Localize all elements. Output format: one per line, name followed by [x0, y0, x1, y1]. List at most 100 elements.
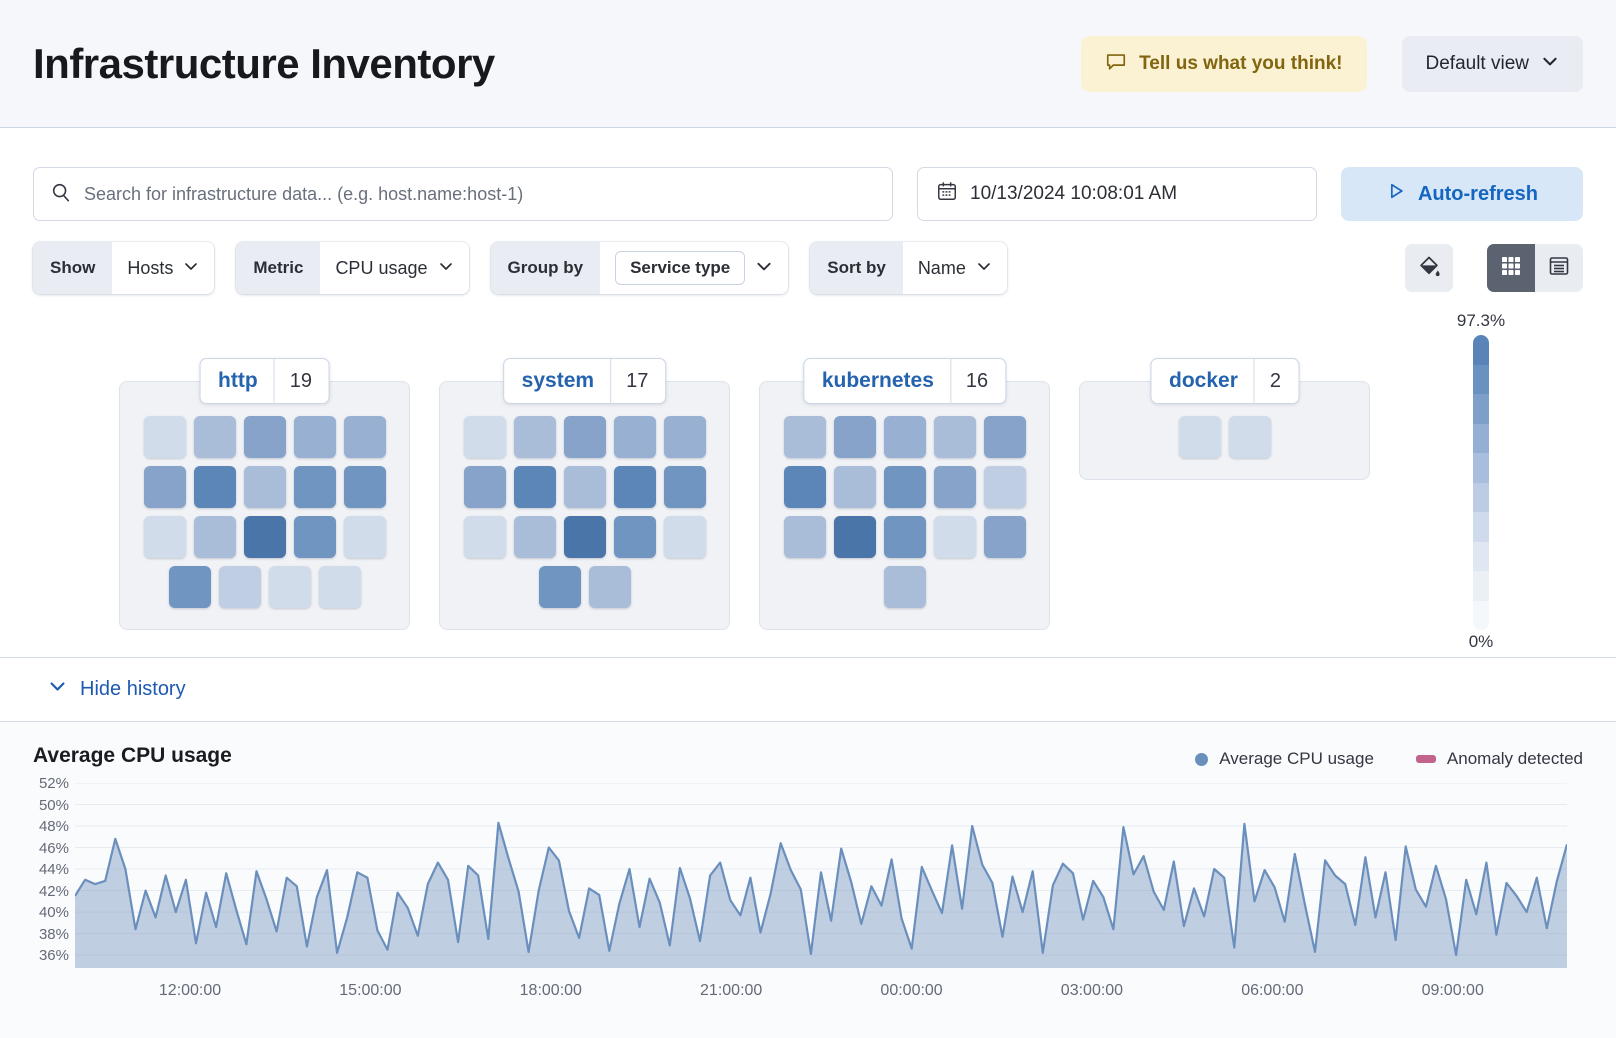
- host-node[interactable]: [513, 416, 556, 458]
- view-dropdown-button[interactable]: Default view: [1401, 35, 1583, 92]
- legend-dash-icon: [1415, 755, 1436, 763]
- sort-by-filter-dropdown[interactable]: Name: [903, 242, 1007, 294]
- host-node[interactable]: [563, 466, 606, 508]
- host-node[interactable]: [193, 466, 236, 508]
- auto-refresh-button[interactable]: Auto-refresh: [1341, 167, 1583, 221]
- host-node[interactable]: [983, 516, 1026, 558]
- table-icon: [1547, 254, 1571, 283]
- group-name-link[interactable]: docker: [1169, 369, 1238, 392]
- chevron-down-icon: [1541, 52, 1559, 76]
- host-node[interactable]: [143, 466, 186, 508]
- chevron-down-icon: [755, 257, 773, 280]
- host-node[interactable]: [243, 416, 286, 458]
- color-palette-button[interactable]: [1405, 244, 1453, 292]
- host-node[interactable]: [243, 466, 286, 508]
- group-name-link[interactable]: kubernetes: [821, 369, 934, 392]
- group-name-link[interactable]: http: [218, 369, 258, 392]
- host-node[interactable]: [833, 516, 876, 558]
- host-node[interactable]: [833, 466, 876, 508]
- host-node[interactable]: [463, 466, 506, 508]
- x-axis-tick: 12:00:00: [158, 982, 222, 999]
- host-node[interactable]: [563, 516, 606, 558]
- scale-step: [1473, 512, 1489, 542]
- host-node[interactable]: [218, 566, 261, 608]
- host-node[interactable]: [783, 416, 826, 458]
- chart-title: Average CPU usage: [33, 744, 232, 767]
- search-icon: [50, 181, 72, 208]
- host-node[interactable]: [933, 416, 976, 458]
- host-node[interactable]: [343, 516, 386, 558]
- host-node[interactable]: [613, 516, 656, 558]
- host-node[interactable]: [588, 566, 631, 608]
- scale-step: [1473, 541, 1489, 571]
- group-name-link[interactable]: system: [521, 369, 595, 392]
- show-filter-dropdown[interactable]: Hosts: [112, 242, 214, 294]
- host-node[interactable]: [883, 516, 926, 558]
- host-node[interactable]: [513, 466, 556, 508]
- group-by-selected-pill[interactable]: Service type: [615, 251, 746, 285]
- host-node[interactable]: [663, 416, 706, 458]
- scale-step: [1473, 453, 1489, 483]
- chart-plot: [75, 783, 1567, 968]
- host-node[interactable]: [343, 416, 386, 458]
- host-node[interactable]: [513, 516, 556, 558]
- history-toggle-row: Hide history: [0, 657, 1616, 722]
- chevron-down-icon: [438, 258, 454, 279]
- host-node[interactable]: [983, 416, 1026, 458]
- host-node[interactable]: [318, 566, 361, 608]
- host-node[interactable]: [833, 416, 876, 458]
- badge-divider: [273, 358, 275, 404]
- hide-history-link[interactable]: Hide history: [48, 677, 186, 702]
- sort-by-filter-label: Sort by: [810, 242, 903, 294]
- host-node[interactable]: [538, 566, 581, 608]
- scale-step: [1473, 364, 1489, 394]
- table-view-toggle[interactable]: [1535, 244, 1583, 292]
- chevron-down-icon: [976, 258, 992, 279]
- host-node[interactable]: [563, 416, 606, 458]
- group-by-filter-dropdown[interactable]: Service type: [600, 242, 788, 294]
- host-node[interactable]: [1178, 416, 1221, 458]
- metric-filter-dropdown[interactable]: CPU usage: [320, 242, 468, 294]
- host-node[interactable]: [663, 466, 706, 508]
- host-node[interactable]: [783, 516, 826, 558]
- grid-view-toggle[interactable]: [1487, 244, 1535, 292]
- host-node[interactable]: [613, 466, 656, 508]
- calendar-icon: [936, 180, 958, 208]
- host-node[interactable]: [463, 416, 506, 458]
- feedback-button[interactable]: Tell us what you think!: [1081, 35, 1367, 92]
- host-node[interactable]: [168, 566, 211, 608]
- search-input[interactable]: [84, 183, 876, 205]
- host-node[interactable]: [293, 516, 336, 558]
- legend-item-cpu[interactable]: Average CPU usage: [1195, 749, 1374, 769]
- host-node[interactable]: [143, 416, 186, 458]
- host-node[interactable]: [613, 416, 656, 458]
- host-node[interactable]: [1228, 416, 1271, 458]
- host-node[interactable]: [243, 516, 286, 558]
- host-node[interactable]: [783, 466, 826, 508]
- host-node[interactable]: [983, 466, 1026, 508]
- host-node[interactable]: [883, 416, 926, 458]
- host-node[interactable]: [143, 516, 186, 558]
- y-axis-tick: 38%: [38, 925, 69, 943]
- history-chart-section: Average CPU usage Average CPU usage Anom…: [0, 722, 1616, 1038]
- color-scale-bar: [1473, 335, 1489, 630]
- host-node[interactable]: [463, 516, 506, 558]
- host-node[interactable]: [663, 516, 706, 558]
- host-node[interactable]: [293, 466, 336, 508]
- legend-item-anomaly[interactable]: Anomaly detected: [1415, 749, 1583, 769]
- host-node[interactable]: [343, 466, 386, 508]
- host-node[interactable]: [268, 566, 311, 608]
- host-node[interactable]: [883, 566, 926, 608]
- host-node[interactable]: [193, 416, 236, 458]
- host-node[interactable]: [933, 516, 976, 558]
- scale-step: [1473, 600, 1489, 630]
- host-node[interactable]: [193, 516, 236, 558]
- y-axis-tick: 36%: [38, 947, 69, 965]
- scale-min-label: 0%: [1468, 632, 1494, 651]
- host-node[interactable]: [933, 466, 976, 508]
- host-node[interactable]: [883, 466, 926, 508]
- date-picker-button[interactable]: 10/13/2024 10:08:01 AM: [917, 167, 1317, 221]
- host-node[interactable]: [293, 416, 336, 458]
